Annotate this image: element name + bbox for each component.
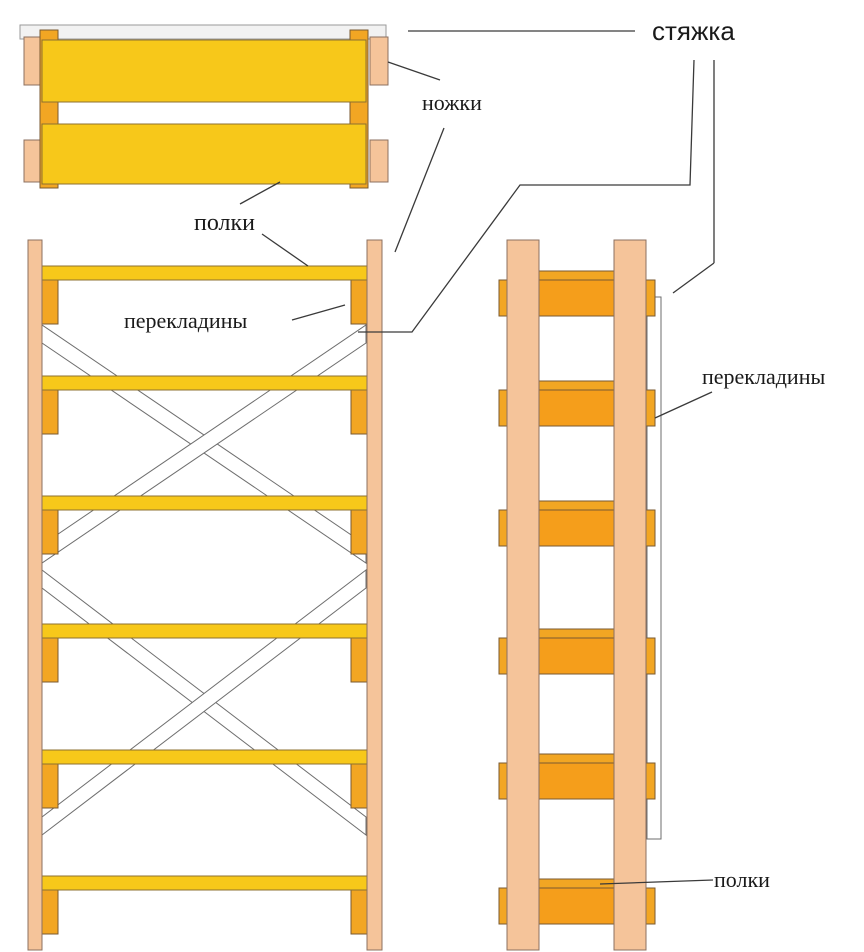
- front-crossbar-block: [41, 509, 59, 555]
- label-shelves-side: полки: [714, 867, 770, 892]
- leader-crossbars-side: [654, 391, 713, 419]
- label-tie: стяжка: [652, 16, 735, 46]
- side-shelf-end: [537, 380, 615, 391]
- front-crossbar-block: [41, 763, 59, 809]
- front-view-shelving: [27, 239, 383, 951]
- side-leg-right: [613, 239, 647, 951]
- side-shelf-end: [537, 753, 615, 764]
- front-shelf: [41, 375, 368, 391]
- leader-crossbars-front: [291, 304, 346, 321]
- leader-shelves-side: [599, 879, 714, 885]
- label-crossbars-side: перекладины: [702, 364, 825, 389]
- side-crossbar: [537, 279, 615, 317]
- side-crossbar: [537, 637, 615, 675]
- front-shelf: [41, 623, 368, 639]
- side-shelf-end: [537, 270, 615, 281]
- front-crossbar-block: [350, 889, 368, 935]
- leader-tie-side-2: [672, 262, 715, 294]
- front-shelf: [41, 875, 368, 891]
- front-leg-right: [366, 239, 383, 951]
- side-view-shelving: [498, 239, 662, 951]
- top-view-shelf: [41, 123, 367, 185]
- leader-tie-front: [358, 59, 695, 333]
- side-crossbar: [537, 509, 615, 547]
- front-crossbar-block: [350, 279, 368, 325]
- front-crossbar-block: [350, 509, 368, 555]
- top-view-shelf: [41, 39, 367, 103]
- front-crossbar-block: [350, 763, 368, 809]
- side-leg-left: [506, 239, 540, 951]
- label-legs: ножки: [422, 90, 482, 115]
- front-crossbar-block: [41, 637, 59, 683]
- front-shelf: [41, 749, 368, 765]
- leader-legs-top: [387, 61, 441, 81]
- front-shelf: [41, 265, 368, 281]
- label-crossbars-front: перекладины: [124, 308, 247, 333]
- front-leg-left: [27, 239, 43, 951]
- label-shelves-top: полки: [194, 210, 255, 236]
- front-crossbar-block: [350, 389, 368, 435]
- top-view-leg: [369, 139, 389, 183]
- leader-shelves-front: [261, 233, 309, 267]
- front-crossbar-blocks: [41, 279, 368, 935]
- top-view-leg: [23, 36, 43, 86]
- front-crossbar-block: [41, 889, 59, 935]
- top-view-leg: [369, 36, 389, 86]
- front-shelf: [41, 495, 368, 511]
- side-crossbar: [537, 887, 615, 925]
- top-view-leg: [23, 139, 43, 183]
- leader-lines: [239, 30, 715, 885]
- side-tie-outline: [646, 296, 662, 840]
- top-tie-plate: [19, 24, 387, 40]
- side-shelf-end: [537, 500, 615, 511]
- front-crossbar-block: [41, 389, 59, 435]
- side-crossbar: [537, 762, 615, 800]
- side-shelf-end: [537, 628, 615, 639]
- front-crossbar-block: [41, 279, 59, 325]
- front-crossbar-block: [350, 637, 368, 683]
- leader-shelves-top: [239, 181, 281, 205]
- front-shelves: [41, 265, 368, 891]
- side-crossbar: [537, 389, 615, 427]
- top-view-shelving: [19, 24, 389, 189]
- leader-legs-front: [394, 127, 445, 253]
